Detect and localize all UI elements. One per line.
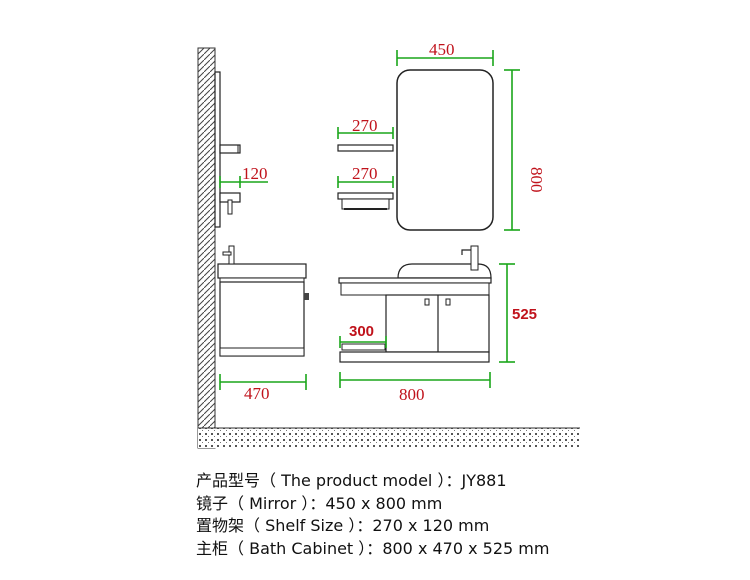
dim-inner-shelf: 300	[349, 323, 374, 340]
side-dimension-120: 120	[219, 164, 268, 188]
dim-side-cabinet-depth: 470	[244, 384, 270, 403]
side-dimension-470: 470	[219, 374, 307, 403]
spec-bath-cabinet: 主柜（ Bath Cabinet ）：800 x 470 x 525 mm	[196, 538, 549, 561]
dim-side-shelf-depth: 120	[242, 164, 268, 183]
cabinet-dimension-300: 300	[339, 323, 387, 348]
spec-separator: ：	[309, 493, 326, 513]
floor	[198, 427, 580, 448]
side-mirror	[214, 71, 221, 228]
spec-label: 置物架（ Shelf Size ）	[196, 516, 357, 535]
spec-separator: ：	[366, 538, 383, 558]
spec-value: JY881	[461, 471, 507, 490]
spec-value: 800 x 470 x 525 mm	[382, 538, 550, 558]
side-cabinet	[217, 245, 309, 357]
spec-label: 产品型号（ The product model ）	[196, 471, 446, 490]
cabinet-dimension-525: 525	[499, 263, 537, 363]
dim-mirror-height: 800	[527, 167, 546, 193]
side-shelf-bottom	[219, 192, 241, 215]
dim-cabinet-height: 525	[512, 306, 537, 323]
spec-shelf: 置物架（ Shelf Size ）：270 x 120 mm	[196, 515, 549, 538]
spec-separator: ：	[445, 471, 462, 490]
dim-cabinet-width: 800	[399, 385, 425, 404]
mirror-dimension-800: 800	[504, 69, 546, 231]
spec-value: 270 x 120 mm	[372, 516, 490, 535]
spec-list: 产品型号（ The product model ）：JY881 镜子（ Mirr…	[196, 470, 549, 560]
front-shelf-top: 270	[337, 116, 394, 152]
dim-shelf-bottom-width: 270	[352, 164, 378, 183]
spec-mirror: 镜子（ Mirror ）：450 x 800 mm	[196, 493, 549, 516]
spec-label: 镜子（ Mirror ）	[196, 493, 310, 513]
wall	[197, 47, 216, 449]
front-mirror	[396, 69, 494, 231]
spec-separator: ：	[356, 516, 373, 535]
dim-shelf-top-width: 270	[352, 116, 378, 135]
mirror-dimension-450: 450	[396, 40, 494, 66]
front-shelf-bottom: 270	[337, 164, 394, 210]
dim-mirror-width: 450	[429, 40, 455, 59]
front-cabinet	[338, 245, 492, 363]
spec-product-model: 产品型号（ The product model ）：JY881	[196, 470, 549, 493]
side-shelf-top	[219, 144, 241, 154]
spec-label: 主柜（ Bath Cabinet ）	[196, 538, 367, 558]
cabinet-dimension-800: 800	[339, 372, 491, 404]
spec-value: 450 x 800 mm	[325, 493, 443, 513]
